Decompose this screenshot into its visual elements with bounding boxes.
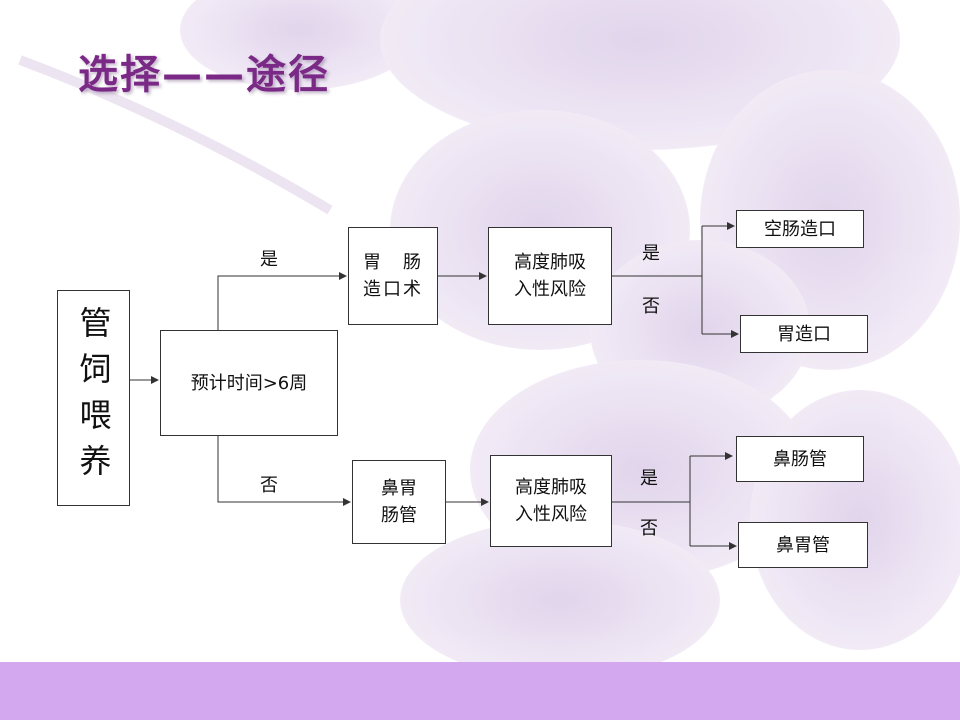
lower-no-label: 否 bbox=[640, 518, 658, 539]
footer-band bbox=[0, 662, 960, 720]
upper-no-result-label: 胃造口 bbox=[777, 323, 831, 345]
upper-no-result-node: 胃造口 bbox=[740, 315, 868, 353]
slide-title: 选择——途径 bbox=[78, 52, 330, 98]
upper-risk-node: 高度肺吸 入性风险 bbox=[488, 227, 612, 325]
upper-method-node: 胃 肠 造口术 bbox=[348, 227, 438, 325]
arrow-decision-no bbox=[217, 436, 351, 506]
upper-yes-result-label: 空肠造口 bbox=[764, 218, 836, 240]
branch-no-label: 否 bbox=[260, 475, 278, 496]
upper-no-label: 否 bbox=[642, 296, 660, 317]
lower-method-label: 鼻胃 肠管 bbox=[381, 478, 417, 526]
lower-risk-label: 高度肺吸 入性风险 bbox=[515, 477, 587, 525]
decision-node-label: 预计时间>6周 bbox=[190, 372, 308, 394]
lower-method-node: 鼻胃 肠管 bbox=[352, 460, 446, 544]
upper-method-label: 胃 肠 造口术 bbox=[363, 252, 423, 300]
lower-no-result-label: 鼻胃管 bbox=[776, 534, 830, 556]
upper-yes-result-node: 空肠造口 bbox=[736, 210, 864, 248]
lower-yes-label: 是 bbox=[640, 468, 658, 489]
lower-no-result-node: 鼻胃管 bbox=[738, 522, 868, 568]
root-node-label: 管饲喂养 bbox=[74, 306, 113, 490]
upper-yes-label: 是 bbox=[642, 243, 660, 264]
root-node: 管饲喂养 bbox=[57, 290, 130, 506]
decision-node: 预计时间>6周 bbox=[160, 330, 338, 436]
branch-yes-label: 是 bbox=[260, 249, 278, 270]
lower-yes-result-node: 鼻肠管 bbox=[736, 436, 864, 482]
lower-risk-node: 高度肺吸 入性风险 bbox=[490, 455, 612, 547]
upper-risk-label: 高度肺吸 入性风险 bbox=[514, 252, 586, 300]
arrow-decision-yes bbox=[217, 272, 347, 330]
lower-yes-result-label: 鼻肠管 bbox=[773, 448, 827, 470]
